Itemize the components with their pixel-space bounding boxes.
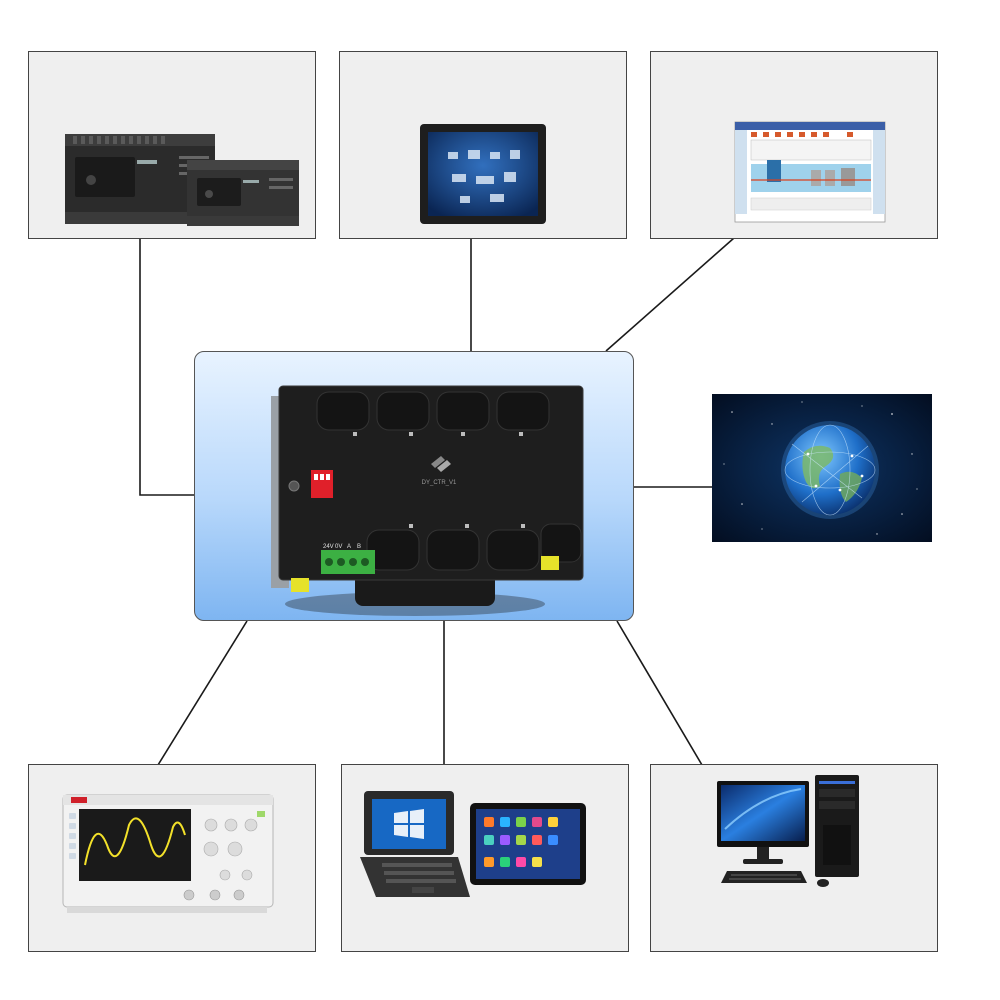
plc-icon (65, 134, 299, 226)
terminal-label-a: A (347, 544, 351, 550)
panel-plc (28, 51, 316, 239)
line-oscilloscope (157, 620, 248, 766)
oscilloscope-icon (62, 794, 274, 913)
panel-cloud (712, 394, 932, 542)
panel-hmi (339, 51, 627, 239)
scada-software-icon (734, 121, 886, 223)
cloud-globe-icon (712, 394, 932, 542)
panel-desktop (650, 764, 938, 952)
module-model-label: DY_CTR_V1 (422, 480, 457, 486)
desktop-computer-icon (717, 775, 859, 887)
line-scada (605, 237, 735, 352)
hmi-touchscreen-icon (420, 124, 546, 224)
line-plc (139, 238, 194, 496)
terminal-label-24v: 24V (323, 544, 334, 550)
current-sensor-module-icon: DY_CTR_V1 24V 0V A B (271, 385, 584, 616)
panel-laptop-tablet (341, 764, 629, 952)
panel-oscilloscope (28, 764, 316, 952)
laptop-tablet-icon (360, 791, 586, 897)
din-clip-right (541, 556, 559, 570)
terminal-label-b: B (357, 544, 361, 550)
terminal-label-0v: 0V (335, 544, 342, 550)
line-desktop (616, 620, 703, 766)
panel-scada (650, 51, 938, 239)
brand-logo-icon (431, 456, 451, 472)
hub-module-panel: DY_CTR_V1 24V 0V A B (194, 351, 634, 621)
din-clip-left (291, 578, 309, 592)
